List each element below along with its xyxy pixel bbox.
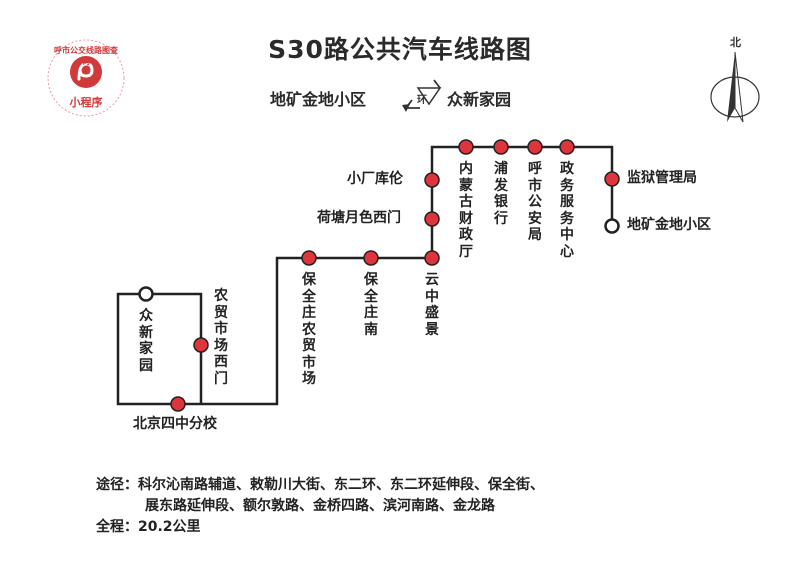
north-label: 北 (730, 36, 741, 49)
stop-marker (559, 139, 575, 155)
loop-label: 环 (417, 95, 427, 106)
stop-marker (301, 250, 317, 266)
via-label: 途径： (96, 477, 138, 493)
stop-marker-terminal (138, 286, 154, 302)
stop-marker-terminal (604, 218, 620, 234)
via-line-1: 科尔沁南路辅道、敕勒川大街、东二环、东二环延伸段、保全街、 (138, 477, 544, 493)
stop-marker (193, 337, 209, 353)
stop-marker (424, 211, 440, 227)
stop-marker (363, 250, 379, 266)
logo-arc-text: 呼市公交线路图查询 (54, 46, 118, 66)
stop-label: 小厂库伦 (347, 171, 403, 187)
stop-label: 呼市公安局 (528, 161, 542, 243)
stop-label: 农贸市场西门 (214, 288, 228, 387)
stop-label: 浦发银行 (494, 161, 508, 227)
page-title: S30路公共汽车线路图 (268, 35, 532, 64)
stop-label: 地矿金地小区 (627, 217, 711, 233)
stop-label: 北京四中分校 (133, 416, 217, 432)
route-destination: 众新家园 (447, 90, 512, 109)
stop-label: 政务服务中心 (560, 161, 574, 260)
stop-label: 监狱管理局 (627, 170, 697, 186)
logo-link-icon (77, 62, 94, 81)
stop-marker (527, 139, 543, 155)
route-origin: 地矿金地小区 (270, 90, 367, 109)
via-row: 途径：科尔沁南路辅道、敕勒川大街、东二环、东二环延伸段、保全街、 (96, 474, 544, 494)
stop-marker (170, 396, 186, 412)
stop-label: 保全庄南 (364, 272, 378, 338)
logo (47, 39, 125, 117)
stop-marker (458, 139, 474, 155)
stop-label: 荷塘月色西门 (317, 210, 401, 226)
north-arrow-icon (710, 51, 760, 123)
via-line-2: 展东路延伸段、额尔敦路、金桥四路、滨河南路、金龙路 (145, 498, 495, 514)
loop-route-icon (402, 79, 442, 112)
length-label: 全程： (96, 519, 138, 535)
route-line (116, 145, 614, 406)
length-value: 20.2公里 (138, 519, 201, 535)
logo-label: 小程序 (69, 96, 103, 109)
stop-marker (424, 250, 440, 266)
stop-marker (604, 171, 620, 187)
stop-label: 内蒙古财政厅 (459, 161, 473, 260)
length-row: 全程：20.2公里 (96, 516, 201, 536)
stop-label: 云中盛景 (425, 272, 439, 338)
stop-marker (493, 139, 509, 155)
stop-label: 众新家园 (139, 308, 153, 374)
stop-label: 保全庄农贸市场 (302, 272, 316, 387)
stop-marker (424, 172, 440, 188)
